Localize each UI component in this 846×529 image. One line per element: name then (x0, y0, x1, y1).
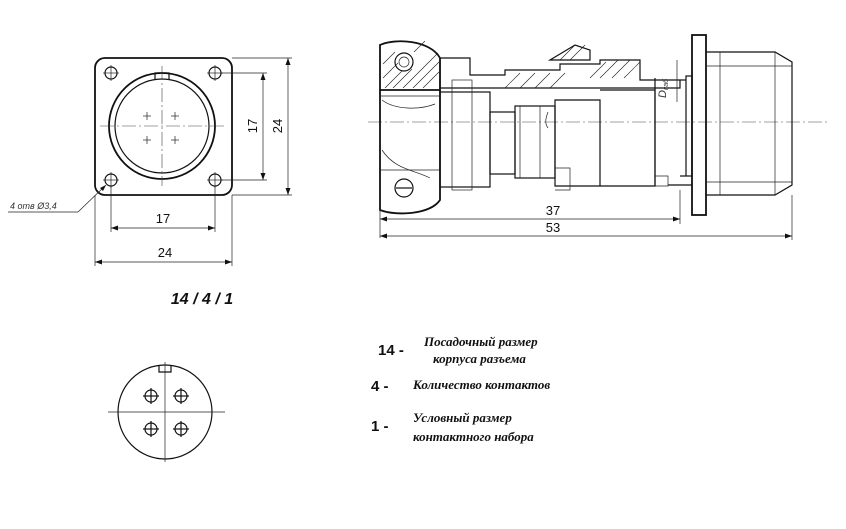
legend-number-1: 14 - (378, 342, 404, 359)
legend-line-2a: Количество контактов (412, 377, 550, 392)
designation-code: 14 / 4 / 1 (171, 291, 233, 308)
dim-horizontal-17: 17 (110, 186, 216, 232)
dim-vertical-24: 24 (232, 57, 292, 196)
layout-key (158, 365, 172, 373)
legend-line-1a: Посадочный размер (423, 334, 538, 349)
cable-diameter-symbol: D (657, 90, 669, 98)
dim-vertical-17: 17 (221, 72, 267, 181)
legend-line-1b: корпуса разъема (433, 351, 526, 366)
hole-callout-label: 4 отв Ø3,4 (10, 201, 57, 211)
mounting-holes (103, 65, 223, 188)
svg-text:Dкаб: Dкаб (657, 78, 670, 98)
dim-length-53: 53 (380, 195, 793, 240)
front-view: 17 24 17 24 (8, 57, 292, 266)
contact-layout (108, 362, 225, 462)
cable-diameter-subscript: каб (662, 78, 670, 90)
body-upper-section (379, 40, 441, 91)
legend-number-3: 1 - (371, 418, 389, 435)
clamp-nut (547, 44, 591, 61)
side-view: Dкаб 37 53 (368, 34, 830, 240)
legend-line-3a: Условный размер (413, 410, 512, 425)
legend-line-3b: контактного набора (413, 429, 534, 444)
panel-flange (691, 34, 707, 216)
insert-block (439, 91, 491, 188)
dim-label-37: 37 (546, 203, 560, 218)
dim-label-17-horizontal: 17 (156, 211, 170, 226)
dim-label-17-vertical: 17 (245, 119, 260, 133)
legend-number-2: 4 - (371, 378, 389, 395)
hole-callout: 4 отв Ø3,4 (8, 184, 107, 213)
legend: 14 - Посадочный размер корпуса разъема 4… (371, 334, 550, 444)
dim-label-24-vertical: 24 (270, 119, 285, 133)
coupling-upper (439, 57, 681, 89)
rear-nut (706, 51, 793, 196)
layout-contacts (143, 388, 189, 437)
dim-label-53: 53 (546, 220, 560, 235)
flange-outline (94, 57, 233, 196)
contact-housing (554, 99, 601, 187)
body-lower-section (379, 90, 441, 215)
cable-diameter-label: Dкаб (657, 60, 678, 102)
dim-length-37: 37 (379, 190, 681, 238)
dim-horizontal-24: 24 (94, 195, 233, 266)
threaded-sleeve (600, 89, 656, 187)
dim-label-24-horizontal: 24 (158, 245, 172, 260)
contact-markers (143, 112, 179, 144)
